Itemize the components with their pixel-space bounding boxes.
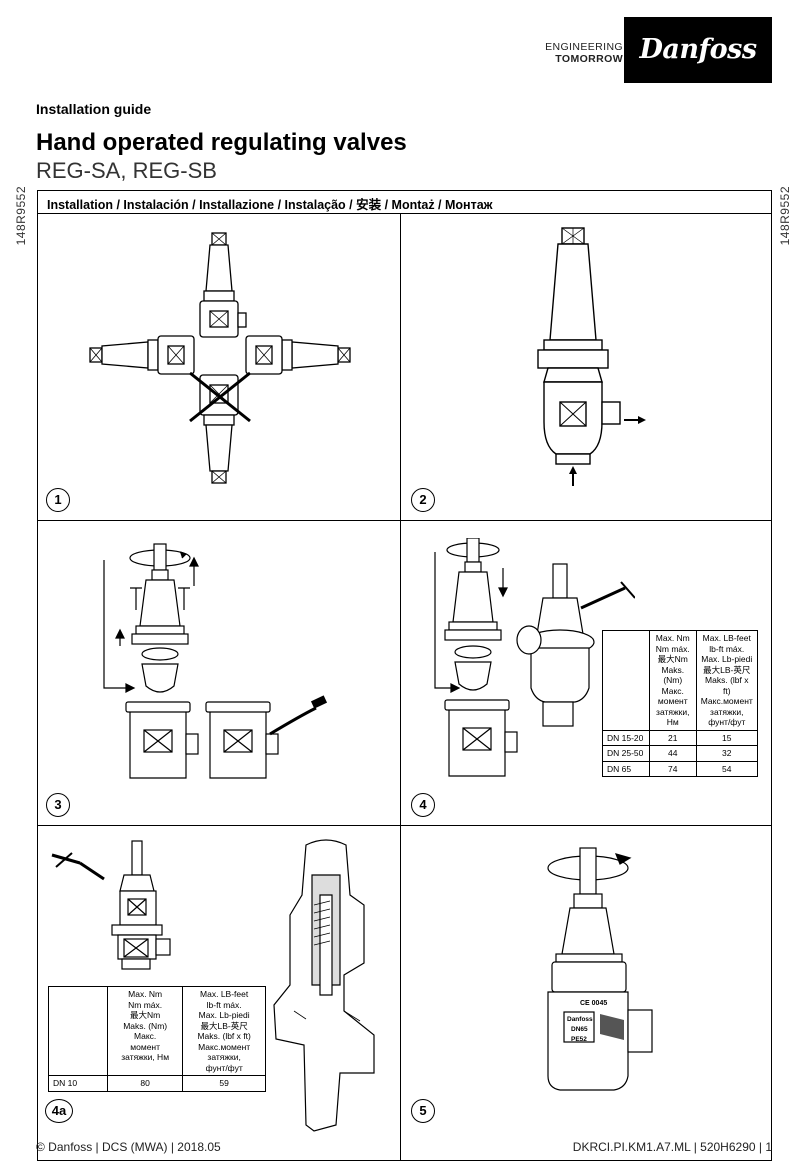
footer-left: © Danfoss | DCS (MWA) | 2018.05: [36, 1140, 221, 1154]
panel2-flow-direction-illustration: [537, 227, 646, 486]
valve-dn-mark: DN65: [571, 1026, 588, 1033]
grid-divider-vertical: [400, 214, 401, 1161]
section-header: Installation / Instalación / Installazio…: [37, 190, 772, 214]
page-subtitle: REG-SA, REG-SB: [36, 158, 217, 183]
valve-pe-mark: PE52: [571, 1036, 587, 1043]
table-corner: [48, 986, 108, 1076]
tagline-line2: TOMORROW: [555, 53, 623, 65]
valve-brand-mark: Danfoss: [567, 1016, 593, 1023]
valve-ce-mark: CE 0045: [580, 1000, 608, 1007]
instruction-frame: [37, 190, 772, 1161]
table-corner: [602, 630, 650, 731]
step-3-badge: 3: [46, 793, 70, 817]
footer-right: DKRCI.PI.KM1.A7.ML | 520H6290 | 1: [572, 1140, 772, 1154]
tagline-line1: ENGINEERING: [545, 41, 623, 53]
step-4-badge: 4: [411, 793, 435, 817]
panel1-orientation-illustration: [89, 232, 351, 484]
panel5-rotation-illustration: [547, 847, 653, 1091]
step-5-badge: 5: [411, 1099, 435, 1123]
page-title: Hand operated regulating valves: [36, 129, 407, 156]
doc-code-right: 148R9552: [778, 186, 792, 246]
engineering-tomorrow-tagline: ENGINEERING TOMORROW: [545, 41, 623, 65]
logo-text: Danfoss: [639, 34, 757, 65]
panel4a-bonnet-illustration: [51, 839, 375, 1132]
panel4-torque-illustration: [434, 538, 635, 777]
step-2-badge: 2: [411, 488, 435, 512]
panel3-disassembly-illustration: [103, 543, 328, 779]
guide-label: Installation guide: [36, 101, 152, 117]
step-4a-badge: 4a: [45, 1099, 73, 1123]
step-1-badge: 1: [46, 488, 70, 512]
grid-divider-row1: [37, 520, 772, 521]
danfoss-logo: Danfoss: [624, 17, 772, 83]
grid-divider-row2: [37, 825, 772, 826]
doc-code-left: 148R9552: [14, 186, 28, 246]
